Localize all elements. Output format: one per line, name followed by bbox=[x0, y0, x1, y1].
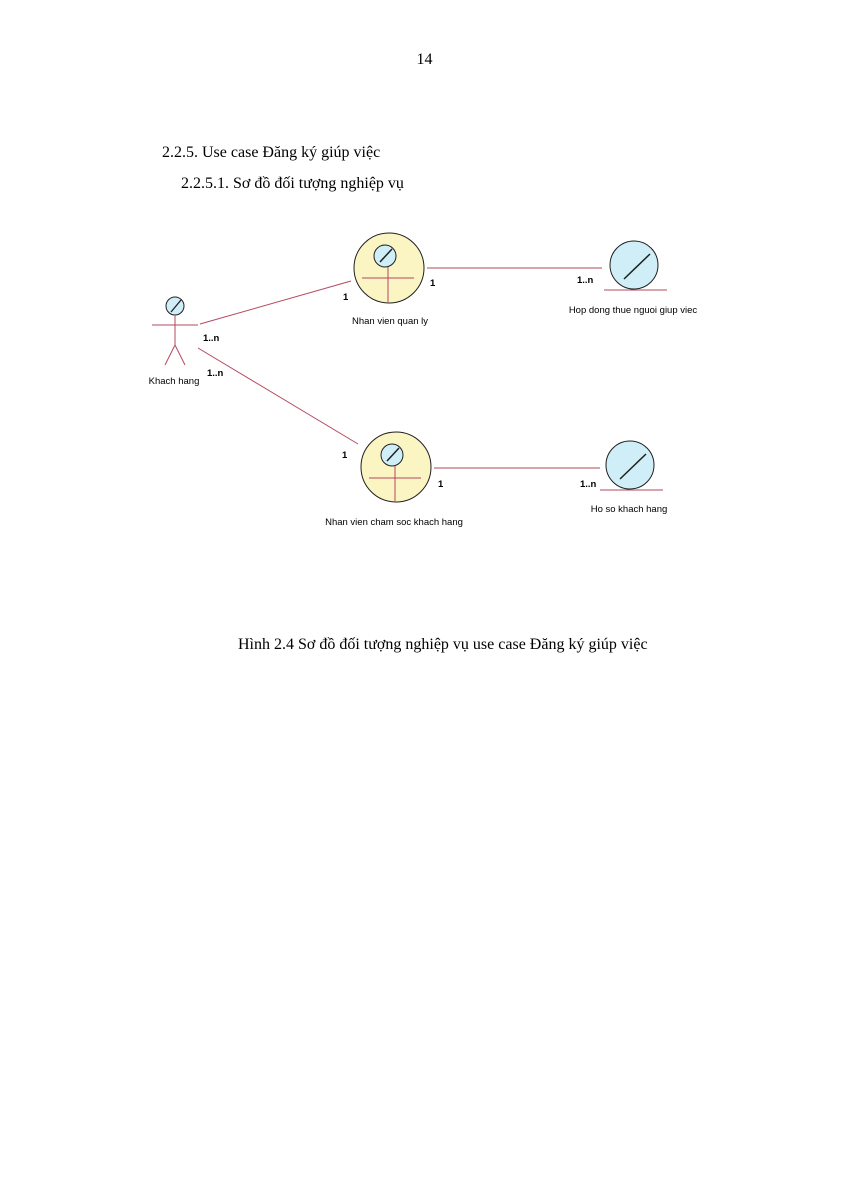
worker-label-care-staff: Nhan vien cham soc khach hang bbox=[325, 517, 463, 528]
worker-label-manager: Nhan vien quan ly bbox=[352, 316, 428, 327]
page-number: 14 bbox=[416, 51, 433, 68]
multiplicity-actor-manager-to: 1 bbox=[343, 292, 349, 303]
multiplicity-actor-manager-from: 1..n bbox=[203, 333, 220, 344]
business-worker-icon bbox=[360, 431, 432, 503]
association-lines bbox=[197, 267, 602, 469]
figure-caption: Hình 2.4 Sơ đồ đối tượng nghiệp vụ use c… bbox=[238, 636, 648, 653]
actor-label: Khach hang bbox=[149, 376, 200, 387]
association-line-actor-manager bbox=[199, 280, 352, 325]
multiplicity-manager-contract-from: 1 bbox=[430, 278, 436, 289]
subsection-heading: 2.2.5.1. Sơ đồ đối tượng nghiệp vụ bbox=[181, 175, 404, 192]
business-entity-icon bbox=[604, 240, 667, 291]
multiplicity-care-staff-profile-from: 1 bbox=[438, 479, 444, 490]
multiplicity-manager-contract-to: 1..n bbox=[577, 275, 594, 286]
business-entity-icon bbox=[600, 440, 663, 491]
business-actor-icon bbox=[152, 296, 198, 366]
multiplicity-actor-care-staff-from: 1..n bbox=[207, 368, 224, 379]
multiplicity-actor-care-staff-to: 1 bbox=[342, 450, 348, 461]
multiplicity-care-staff-profile-to: 1..n bbox=[580, 479, 597, 490]
association-line-actor-care-staff bbox=[197, 347, 359, 445]
business-worker-icon bbox=[353, 232, 425, 304]
entity-label-customer-profile: Ho so khach hang bbox=[591, 504, 668, 515]
entity-label-contract: Hop dong thue nguoi giup viec bbox=[569, 305, 698, 316]
section-heading: 2.2.5. Use case Đăng ký giúp việc bbox=[162, 144, 381, 161]
